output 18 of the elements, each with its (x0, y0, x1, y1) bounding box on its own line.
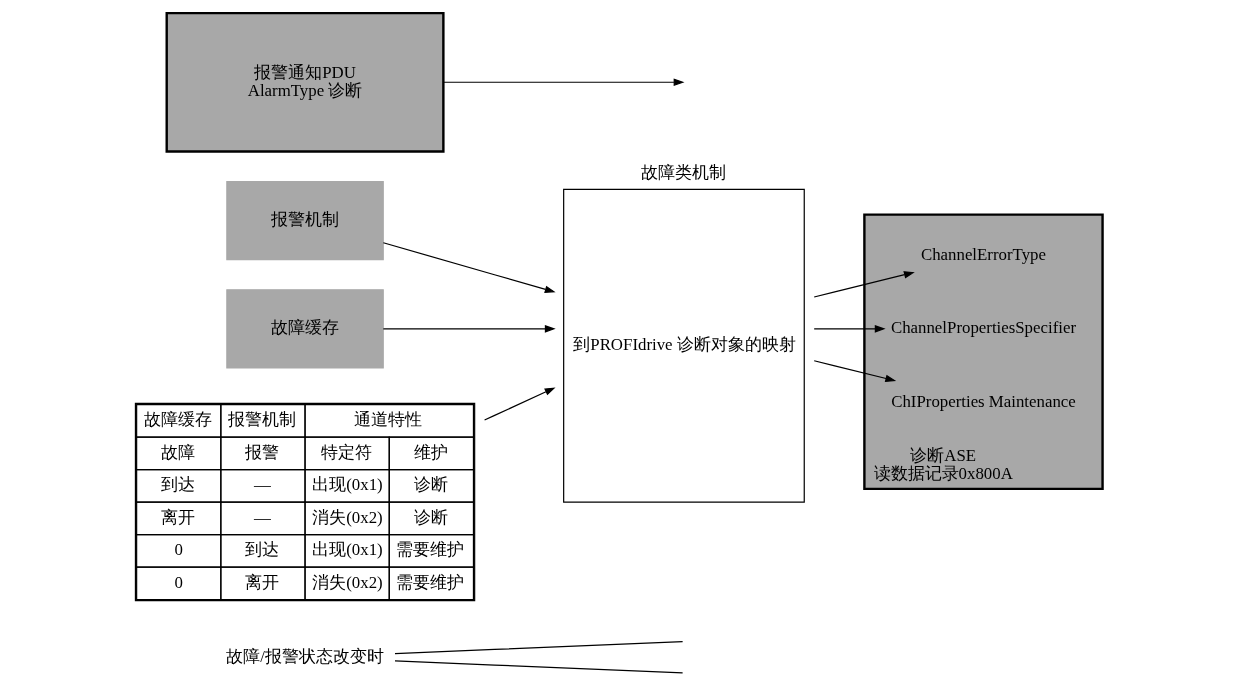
node-box: 到PROFIdrive 诊断对象的映射 (562, 188, 805, 503)
arrow (442, 78, 684, 87)
node-box: 故障缓存 (225, 289, 384, 369)
node-box: 报警通知PDU AlarmType 诊断 (165, 11, 445, 153)
arrow (382, 242, 556, 293)
node-text: ChannelPropertiesSpecifier (890, 318, 1076, 338)
connector (393, 641, 683, 655)
arrow (813, 271, 915, 298)
node-box: 报警机制 (225, 180, 384, 261)
node-label: 故障类机制 (640, 162, 726, 182)
arrow (382, 325, 556, 333)
arrow (813, 360, 896, 383)
arrow (483, 387, 556, 421)
node-text: ChannelErrorType (920, 244, 1046, 264)
node-text: 故障/报警状态改变时 (225, 646, 384, 666)
arrow (813, 325, 886, 333)
connector (393, 660, 683, 674)
node-text: ChIProperties Maintenance (890, 391, 1076, 411)
